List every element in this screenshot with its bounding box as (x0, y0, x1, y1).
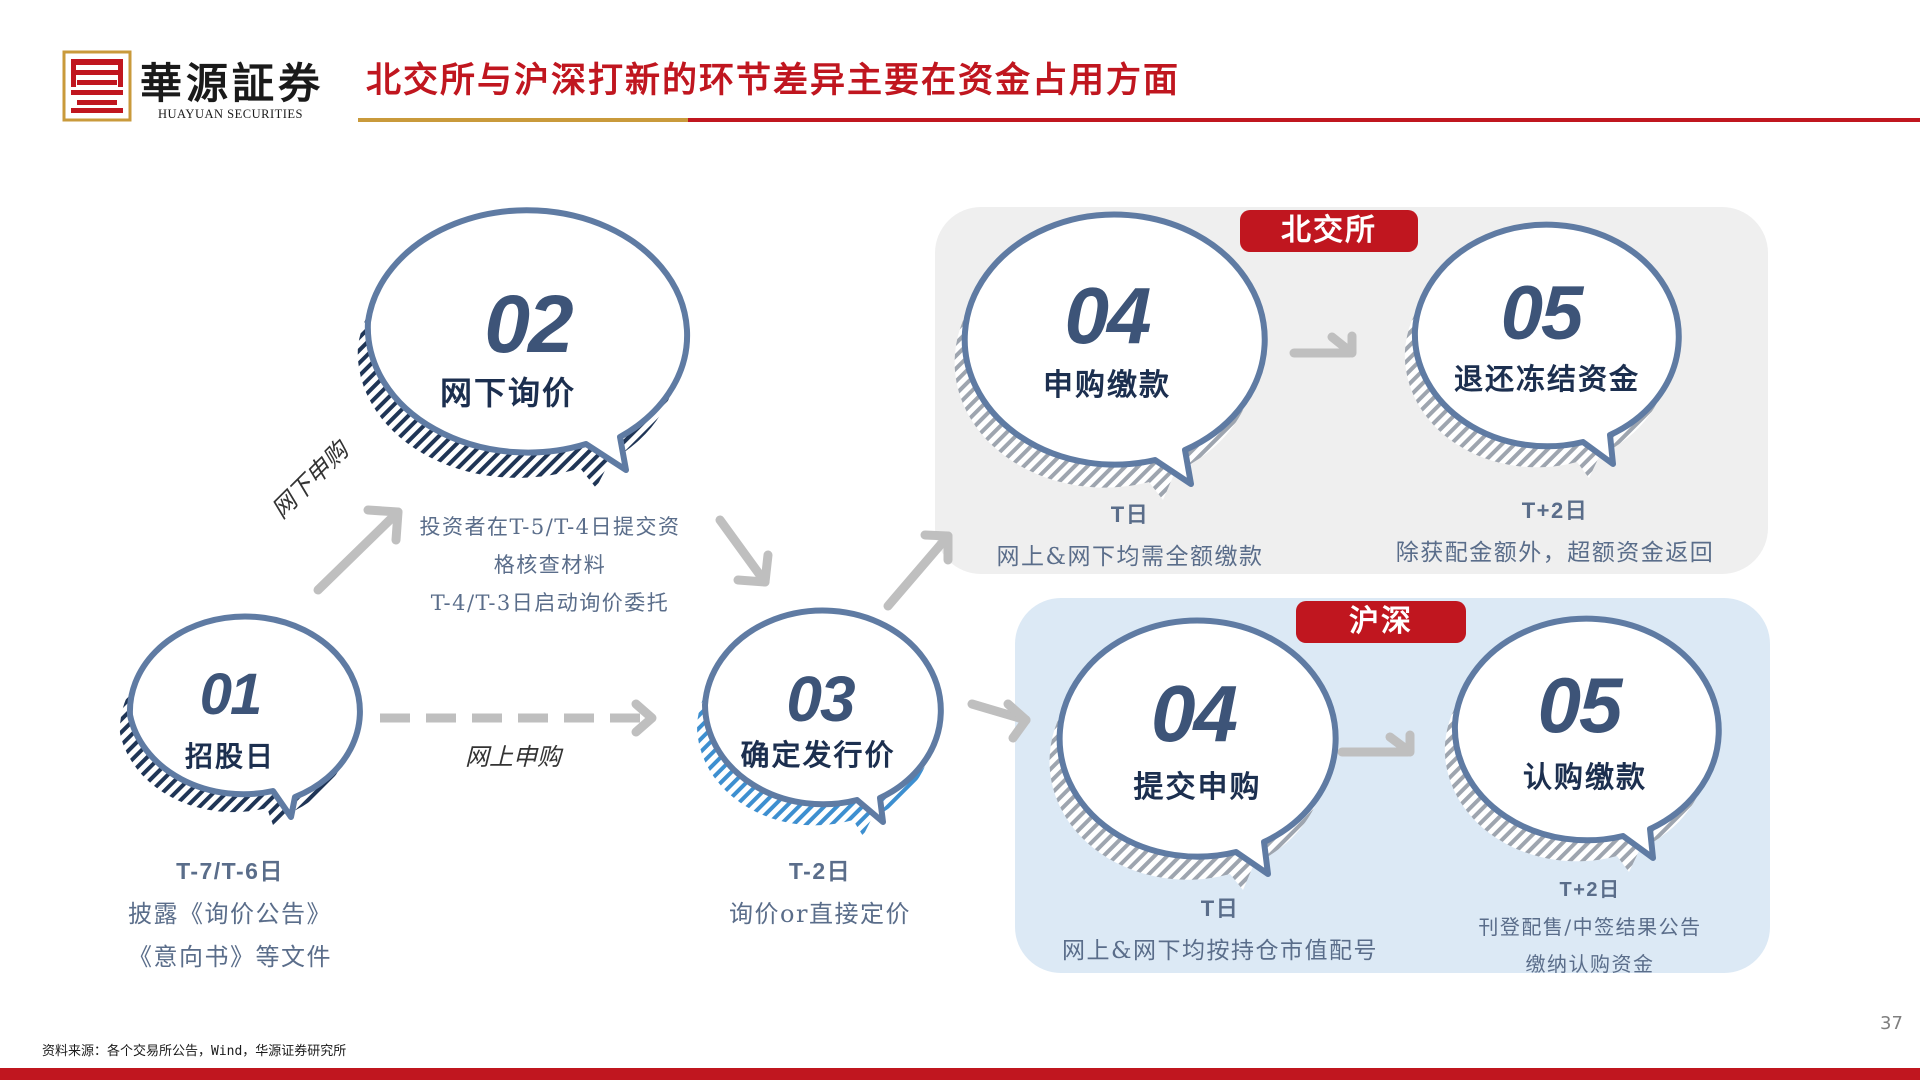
node-02-offline-inquiry: 02 网下询价 (357, 192, 698, 488)
logo-brand-name: 華源証券 (140, 59, 325, 108)
header-divider-red (688, 118, 1920, 122)
node-02-desc-line2: 格核查材料 (493, 553, 607, 577)
node-04-hs-desc-line1: 网上&网下均按持仓市值配号 (1062, 938, 1378, 964)
speech-bubble-icon (119, 613, 363, 825)
node-02-desc-line1: 投资者在T-5/T-4日提交资 (419, 515, 681, 539)
speech-bubble-icon (1049, 617, 1339, 890)
node-05-hs-label: 认购缴款 (1522, 760, 1647, 794)
node-02-desc-line3: T-4/T-3日启动询价委托 (430, 591, 670, 615)
node-01-day: T-7/T-6日 (176, 858, 284, 884)
node-05-bjs-label: 退还冻结资金 (1453, 362, 1640, 396)
speech-bubble-icon (696, 607, 944, 836)
online-subscription-label: 网上申购 (465, 743, 561, 771)
node-01-desc-line2: 《意向书》等文件 (128, 943, 332, 971)
speech-bubble-icon (1444, 615, 1722, 872)
hs-tag: 沪深 (1296, 601, 1466, 643)
node-04-bjs-description: T日 网上&网下均需全额缴款 (970, 494, 1290, 578)
arrowhead-bjs-04-to-05 (1327, 331, 1357, 358)
footer-bar (0, 1068, 1920, 1080)
node-01-number: 01 (199, 662, 263, 727)
speech-bubble-icon (954, 211, 1268, 500)
arrowhead-03-to-hs-04 (1003, 699, 1031, 743)
node-05-hs-desc-line2: 缴纳认购资金 (1525, 952, 1655, 976)
node-03-label: 确定发行价 (740, 738, 896, 772)
node-02-description: 投资者在T-5/T-4日提交资 格核查材料 T-4/T-3日启动询价委托 (400, 508, 700, 622)
node-05-hs-description: T+2日 刊登配售/中签结果公告 缴纳认购资金 (1440, 872, 1740, 983)
node-02-label: 网下询价 (439, 374, 576, 412)
node-04-bjs-label: 申购缴款 (1043, 368, 1171, 403)
node-03-pricing: 03 确定发行价 (695, 600, 945, 836)
node-05-bjs-desc-line1: 除获配金额外，超额资金返回 (1395, 540, 1715, 566)
logo-brand-name-en: HUAYUAN SECURITIES (158, 107, 304, 121)
node-03-description: T-2日 询价or直接定价 (700, 850, 940, 936)
speech-bubble-icon (1404, 221, 1682, 478)
speech-bubble-icon (357, 207, 691, 488)
arrowhead-hs-04-to-05 (1385, 730, 1415, 757)
node-04-bjs-day: T日 (1110, 502, 1150, 527)
node-01-ipo-day: 01 招股日 (105, 595, 363, 825)
node-04-hs-number: 04 (1151, 669, 1238, 758)
header-divider-gold (358, 118, 688, 122)
node-05-hs-day: T+2日 (1559, 879, 1621, 901)
node-05-bjs-number: 05 (1500, 271, 1584, 356)
huayuan-logo-icon (62, 50, 132, 122)
node-04-bjs-desc-line1: 网上&网下均需全额缴款 (996, 544, 1264, 570)
node-05-hs-number: 05 (1537, 661, 1623, 749)
node-05-bjs-description: T+2日 除获配金额外，超额资金返回 (1365, 490, 1745, 574)
arrowhead-02-to-03 (733, 550, 773, 587)
node-04-bjs-number: 04 (1064, 271, 1152, 360)
arrow-02-to-03 (715, 515, 770, 587)
node-04-hs-submit-subscription: 04 提交申购 (1049, 612, 1345, 890)
node-04-hs-description: T日 网上&网下均按持仓市值配号 (1040, 888, 1400, 972)
node-04-hs-day: T日 (1200, 896, 1240, 921)
node-04-hs-label: 提交申购 (1133, 770, 1262, 805)
node-03-day: T-2日 (788, 858, 852, 884)
arrowhead-03-to-bjs-04 (920, 530, 953, 565)
page-number: 37 (1880, 1013, 1903, 1034)
node-03-desc-line1: 询价or直接定价 (729, 900, 911, 928)
node-02-number: 02 (484, 279, 573, 370)
node-05-bjs-refund: 05 退还冻结资金 (1404, 220, 1685, 478)
arrowhead-01-to-02 (363, 505, 403, 545)
arrow-03-to-bjs-04 (883, 531, 953, 611)
source-note: 资料来源：各个交易所公告，Wind，华源证券研究所 (42, 1044, 347, 1059)
bjs-tag: 北交所 (1240, 210, 1418, 252)
node-03-number: 03 (786, 663, 855, 735)
node-05-hs-desc-line1: 刊登配售/中签结果公告 (1478, 915, 1702, 939)
node-01-description: T-7/T-6日 披露《询价公告》 《意向书》等文件 (95, 850, 365, 979)
node-05-hs-payment: 05 认购缴款 (1444, 614, 1725, 872)
arrowhead-01-to-03 (631, 699, 657, 737)
node-01-desc-line1: 披露《询价公告》 (128, 900, 332, 928)
node-01-label: 招股日 (184, 740, 275, 773)
node-05-bjs-day: T+2日 (1521, 498, 1589, 523)
node-04-bjs-subscription-payment: 04 申购缴款 (954, 211, 1275, 500)
page-title: 北交所与沪深打新的环节差异主要在资金占用方面 (366, 60, 1181, 101)
arrow-01-to-02 (313, 507, 403, 595)
